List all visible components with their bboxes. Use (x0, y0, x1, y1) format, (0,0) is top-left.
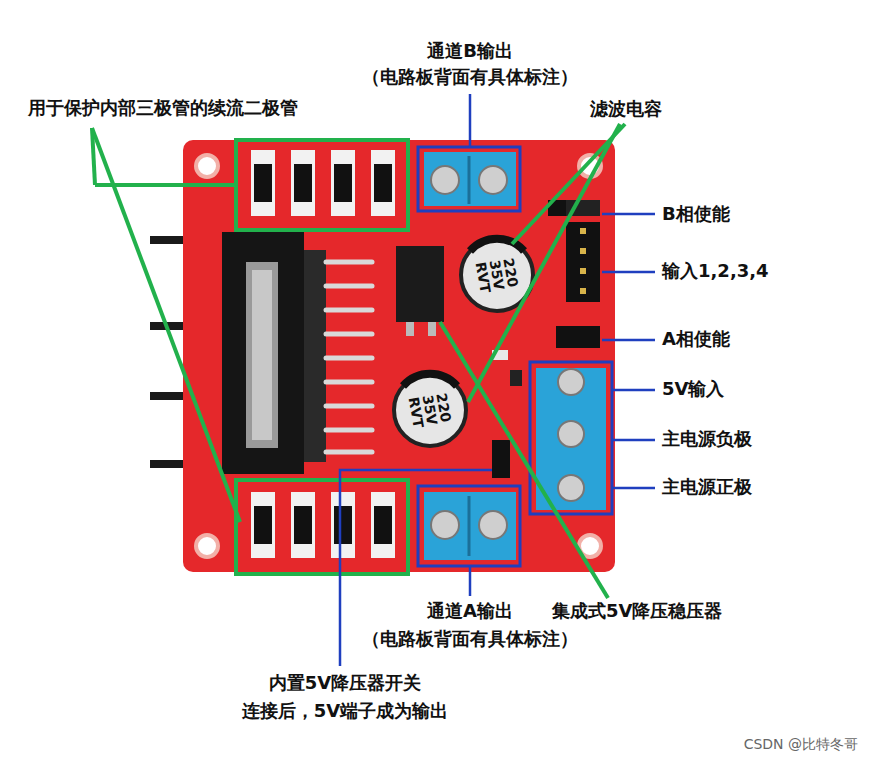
callout-label: 集成式5V降压稳压器 (552, 600, 722, 622)
pin-label: A相使能 (662, 328, 730, 350)
callout-label: 内置5V降压器开关 (269, 672, 421, 694)
note-label: （电路板背面有具体标注） (362, 66, 578, 88)
pin-label: 输入1,2,3,4 (662, 260, 769, 282)
pin-label: B相使能 (662, 203, 730, 225)
note-label: （电路板背面有具体标注） (362, 628, 578, 650)
terminal-label: 主电源正极 (662, 476, 752, 498)
callout-label: 连接后，5V端子成为输出 (242, 700, 448, 722)
watermark: CSDN @比特冬哥 (744, 736, 858, 754)
capacitor-marking: 220 35V RVT (406, 390, 453, 430)
channel-label: 通道B输出 (427, 40, 513, 62)
terminal-label: 5V输入 (662, 378, 724, 400)
capacitor-marking: 220 35V RVT (473, 255, 520, 295)
channel-label: 通道A输出 (427, 600, 513, 622)
callout-label: 用于保护内部三极管的续流二极管 (28, 97, 298, 119)
callout-label: 滤波电容 (590, 98, 662, 120)
terminal-label: 主电源负极 (662, 428, 752, 450)
